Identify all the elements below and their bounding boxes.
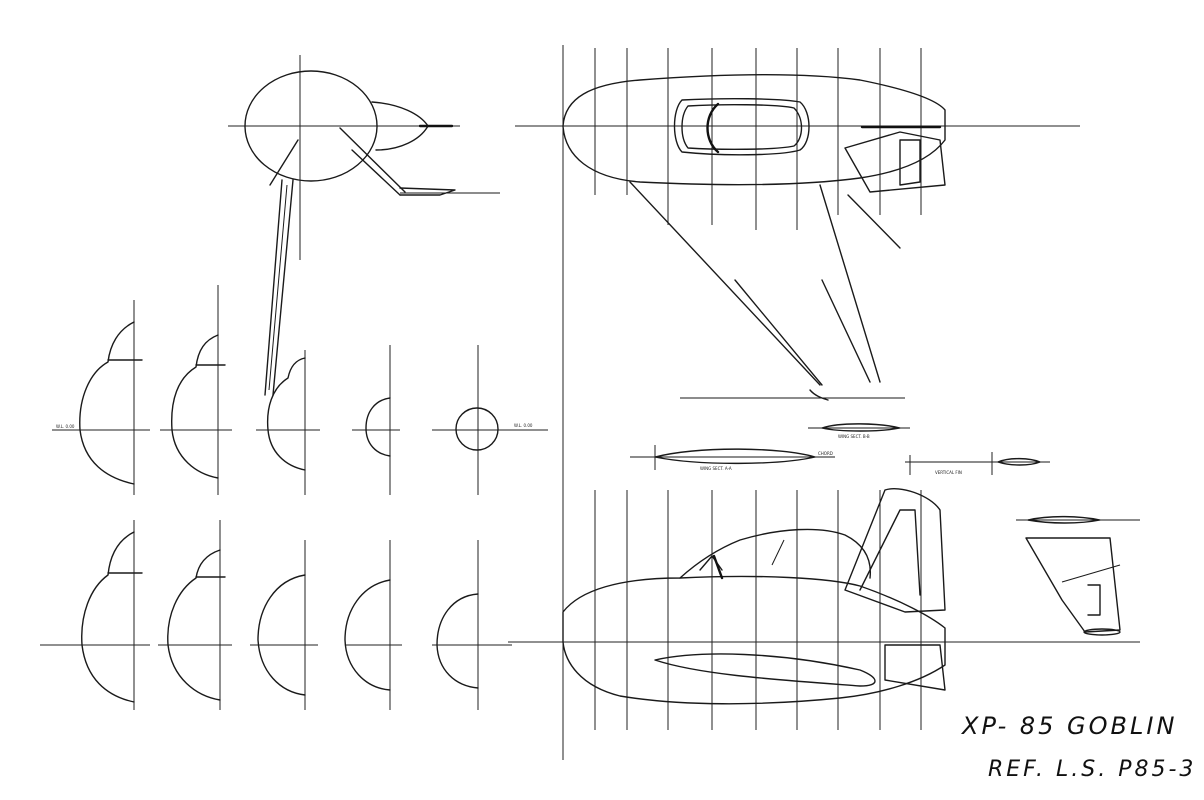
- vertical-fin-label: VERTICAL FIN: [935, 470, 962, 475]
- chord-label: CHORD: [818, 451, 833, 456]
- front-view: [228, 55, 500, 396]
- section-aa-label: WING SECT. A-A: [700, 466, 732, 471]
- plan-view: [515, 48, 1080, 401]
- fin-planform: [1025, 537, 1121, 636]
- body-sections-row-2: [40, 520, 512, 710]
- wl-label-row1: W.L. 0.00: [56, 424, 75, 429]
- section-bb-label: WING SECT. B-B: [838, 434, 870, 439]
- drawing-title: XP- 85 GOBLIN: [962, 712, 1178, 740]
- airfoil-sections: WING SECT. B-B WING SECT. A-A CHORD VERT…: [630, 423, 1140, 524]
- side-view: [508, 488, 1140, 730]
- drawing-reference: REF. L.S. P85-3: [988, 757, 1197, 782]
- wl-label-front: W.L. 0.00: [514, 423, 533, 428]
- body-sections-row-1: W.L. 0.00 W.L. 0.00: [52, 285, 548, 495]
